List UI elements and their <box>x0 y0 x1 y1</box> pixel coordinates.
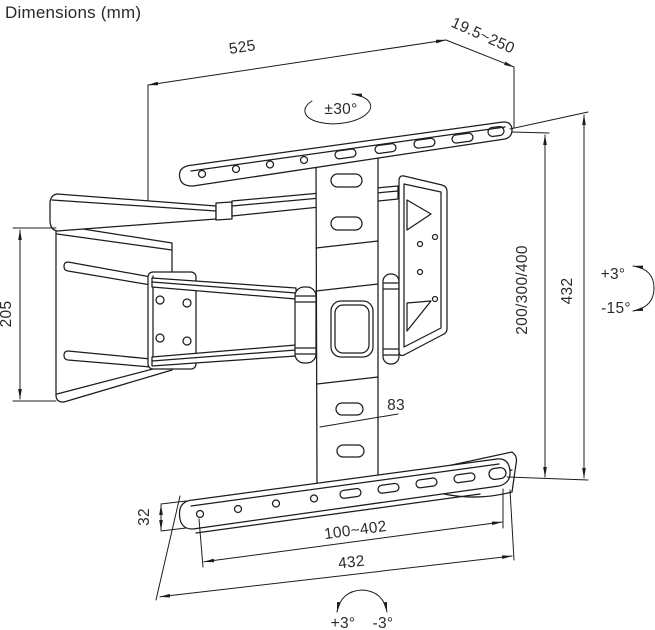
telescoping-rails <box>151 277 297 367</box>
dim-wall-plate-height-label: 205 <box>0 301 15 328</box>
dim-hole-span-label: 100~402 <box>323 518 388 543</box>
right-hinge <box>382 273 400 365</box>
dim-column-width: 83 <box>319 397 405 428</box>
level-left-label: +3° <box>331 615 356 630</box>
swivel-range-label: ±30° <box>324 101 357 118</box>
level-annotation: +3° -3° <box>331 589 394 630</box>
wall-plate-bottom-slot <box>63 350 152 368</box>
bracket-cutout <box>406 199 432 231</box>
slide-plate <box>147 271 197 370</box>
dim-overall-height: 432 <box>509 111 589 479</box>
left-hinge <box>294 286 317 364</box>
dim-vesa-vertical: 200/300/400 <box>506 131 589 481</box>
column-slot <box>330 173 363 188</box>
column-slot <box>330 216 363 231</box>
dim-depth-range-label: 19.5~250 <box>449 14 518 57</box>
dim-top-width-label: 525 <box>228 37 257 58</box>
dim-depth-range: 19.5~250 <box>445 14 518 129</box>
center-column <box>315 151 379 487</box>
dim-overall-height-label: 432 <box>559 278 576 305</box>
column-slot <box>335 402 364 416</box>
tilt-down-label: -15° <box>601 300 631 317</box>
swivel-range-annotation: ±30° <box>304 93 372 125</box>
bracket-cutout <box>406 300 432 332</box>
level-right-label: -3° <box>373 615 394 630</box>
wall-plate-top-slot <box>63 261 152 286</box>
vesa-bracket <box>398 175 448 357</box>
dim-top-width: 525 <box>147 37 447 202</box>
column-slot <box>336 444 365 458</box>
dim-bar-thickness-label: 32 <box>136 508 153 526</box>
dim-bar-thickness: 32 <box>136 500 187 532</box>
tilt-up-label: +3° <box>601 266 626 283</box>
dim-wall-plate-height: 205 <box>0 227 57 402</box>
dim-column-width-label: 83 <box>387 397 405 414</box>
page-title: Dimensions (mm) <box>5 3 141 22</box>
column-center-opening <box>330 300 374 358</box>
dim-vesa-vertical-label: 200/300/400 <box>514 245 531 335</box>
tilt-annotation: +3° -15° <box>601 265 655 317</box>
dim-bar-width: 432 <box>155 489 515 601</box>
dim-bar-width-label: 432 <box>337 553 366 573</box>
top-tv-bar <box>178 121 513 187</box>
